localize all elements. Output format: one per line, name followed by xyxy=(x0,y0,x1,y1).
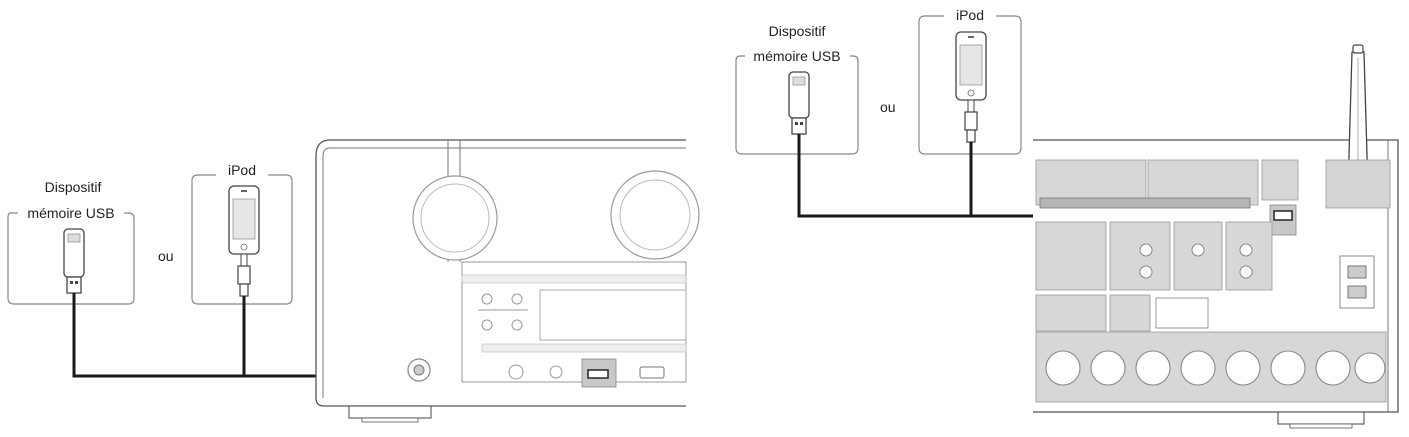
right-ipod-box: iPod xyxy=(918,7,1022,155)
right-usb-label-line2: mémoire USB xyxy=(753,48,840,64)
source-knob-icon xyxy=(610,170,700,260)
usb-stick-icon xyxy=(63,228,85,294)
ipod-icon xyxy=(955,31,987,143)
rear-middle-connector-banks xyxy=(1035,221,1273,291)
headphone-jack-icon xyxy=(407,358,431,382)
receiver-foot xyxy=(1277,411,1365,429)
front-buttons xyxy=(478,293,528,331)
av-receiver-front-panel xyxy=(315,139,700,423)
left-ipod-box: iPod xyxy=(191,162,293,305)
left-ipod-label: iPod xyxy=(228,162,256,178)
front-usb-port-icon xyxy=(581,358,617,388)
right-ipod-label: iPod xyxy=(956,7,984,23)
left-usb-label-line1: Dispositif xyxy=(45,179,102,195)
right-usb-device-box: Dispositif mémoire USB xyxy=(735,23,859,155)
left-usb-label-line2: mémoire USB xyxy=(27,205,114,221)
rear-upper-connector-banks xyxy=(1035,159,1299,209)
right-usb-label-line1: Dispositif xyxy=(769,23,826,39)
usb-stick-icon xyxy=(788,71,810,135)
mic-jack-icon xyxy=(508,364,563,380)
av-receiver-rear-panel xyxy=(1033,44,1399,429)
left-or-label: ou xyxy=(158,248,174,264)
receiver-feet xyxy=(348,405,432,423)
ipod-icon xyxy=(228,185,260,297)
power-inlet-icon xyxy=(1339,255,1375,309)
right-or-label: ou xyxy=(880,99,896,115)
front-hdmi-port-icon xyxy=(639,366,665,379)
volume-knob-icon xyxy=(412,175,498,261)
left-diagram: Dispositif mémoire USB ou iPod xyxy=(7,139,700,423)
xlr-outputs xyxy=(1045,350,1386,386)
left-usb-device-box: Dispositif mémoire USB xyxy=(7,179,135,305)
right-diagram: Dispositif mémoire USB ou iPod xyxy=(735,7,1399,429)
rear-usb-port-icon xyxy=(1269,204,1297,236)
